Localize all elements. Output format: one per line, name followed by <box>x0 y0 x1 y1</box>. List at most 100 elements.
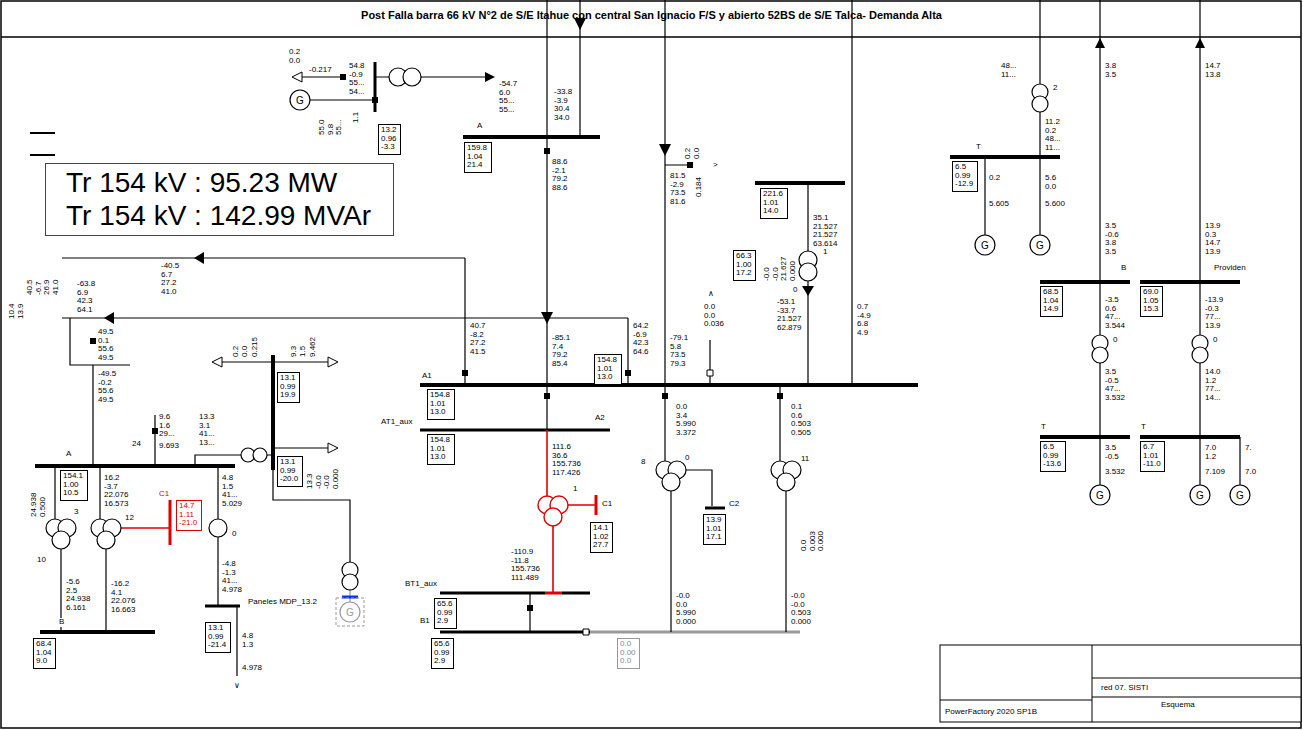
bus-label: 9.693 <box>158 442 180 451</box>
node-text: 69.0 1.05 15.3 <box>1143 288 1159 314</box>
bus-label: C2 <box>728 500 740 509</box>
node-text: 13.9 1.01 17.1 <box>706 516 722 542</box>
node-text: 221.6 1.01 14.0 <box>763 190 783 216</box>
flow-values: 0.7 -4.9 6.8 4.9 <box>856 303 872 337</box>
bus-result-box: 6.5 0.99 -12.9 <box>952 161 978 192</box>
transformer-winding <box>52 531 70 549</box>
rotated-values: 0.2 0.0 <box>232 345 249 358</box>
bus-label: A <box>65 450 72 459</box>
node-text: 154.1 1.00 10.5 <box>63 472 83 498</box>
generator-symbol <box>340 602 360 622</box>
generator-letter: G <box>980 240 990 251</box>
flow-arrow <box>802 286 814 296</box>
generator-letter: G <box>1035 240 1045 251</box>
node-text: 68.5 1.04 14.9 <box>1043 288 1059 314</box>
flow-values: 3.5 -0.5 <box>1104 444 1120 461</box>
generator-letter: G <box>1195 490 1205 501</box>
flow-values: 0.2 0.0 <box>288 48 301 65</box>
transformer-winding <box>342 574 358 590</box>
flow-values: 13.3 3.1 41... 13... <box>198 413 216 447</box>
flow-arrow <box>194 252 204 264</box>
bus-bar <box>1040 435 1240 439</box>
generator-symbol <box>975 235 995 255</box>
bus-label: Esquema <box>1160 701 1196 710</box>
generator-letter: G <box>1095 490 1105 501</box>
bus-result-box: 66.3 1.00 17.2 <box>733 250 756 281</box>
bus-bar <box>35 464 235 468</box>
flow-values: 11.2 0.2 48... 11... <box>1044 118 1062 152</box>
bus-result-box: 6.5 0.99 -13.6 <box>1040 441 1066 472</box>
bus-bar <box>205 605 240 608</box>
bus-result-box: 13.1 0.99 -21.4 <box>205 622 231 653</box>
transformer-winding <box>544 508 562 526</box>
bus-result-box: 221.6 1.01 14.0 <box>760 188 788 219</box>
rotated-values: 13.3 -0.0 -0.0 0.000 <box>306 468 340 490</box>
bus-bar <box>420 383 918 387</box>
node-text: 154.8 1.01 13.0 <box>430 391 450 417</box>
bus-result-box: 68.5 1.04 14.9 <box>1040 286 1063 317</box>
bus-label: 3 <box>73 508 79 517</box>
rotated-values: 40.5 -6.7 26.9 41.0 <box>26 278 60 296</box>
transformer-winding <box>799 263 817 281</box>
generator-symbol <box>290 90 310 110</box>
flow-values: -53.1 -33.7 21.527 62.879 <box>776 298 802 332</box>
load-arrow <box>292 72 302 82</box>
flow-arrow <box>1095 38 1105 48</box>
bus-result-box: 154.8 1.01 13.0 <box>427 389 455 420</box>
bus-label: 1 <box>572 485 578 494</box>
rotated-values: 0.0 0.003 0.000 <box>800 530 826 552</box>
transformer-winding <box>777 473 795 491</box>
bus-label: T <box>1040 423 1047 432</box>
node-text: 65.6 0.99 2.9 <box>437 600 453 626</box>
flow-values: 64.2 -6.9 42.3 64.6 <box>632 322 650 356</box>
transformer-winding <box>253 448 267 462</box>
title-block <box>940 645 1301 722</box>
bus-result-box: 13.1 0.99 -20.0 <box>277 456 303 487</box>
transformer-winding <box>1192 347 1208 363</box>
bus-label: 7.0 <box>1244 468 1257 477</box>
title-band-line <box>1 36 1301 38</box>
bus-bar <box>440 592 590 595</box>
flow-values: -85.1 7.4 79.2 85.4 <box>551 334 571 368</box>
bus-label: ∧ <box>707 290 715 299</box>
bus-label: BT1_aux <box>404 580 438 589</box>
blue-bus <box>342 596 358 599</box>
faulted-line <box>121 430 596 593</box>
flow-values: 88.6 -2.1 79.2 88.6 <box>551 158 569 192</box>
bus-label: 7.109 <box>1204 468 1226 477</box>
bus-label: 4.978 <box>241 664 263 673</box>
bus-label: 12 <box>124 514 135 523</box>
buses <box>35 62 1240 632</box>
bus-label: 0.2 <box>988 174 1001 183</box>
bus-label: C1 <box>601 500 613 509</box>
bus-label: 0 <box>1112 336 1118 345</box>
flow-values: 111.6 36.6 155.736 117.426 <box>551 443 582 477</box>
bus-result-box: 154.1 1.00 10.5 <box>60 470 88 501</box>
rotated-values: 55.0 9.8 55... <box>318 118 344 136</box>
generator-symbol <box>1090 485 1110 505</box>
flow-arrow <box>104 312 114 324</box>
bus-bar <box>950 155 1060 159</box>
flow-values: 16.2 -3.7 22.076 16.573 <box>103 474 129 508</box>
bus-label: ∨ <box>233 682 241 691</box>
flow-values: -4.8 -1.3 41... 4.978 <box>221 560 243 594</box>
generator-symbol <box>1190 485 1210 505</box>
flow-values: -5.6 2.5 24.938 6.161 <box>65 578 91 612</box>
flow-values: 4.8 1.5 41... 5.029 <box>221 474 243 508</box>
node-text: 0.0 0.00 0.0 <box>620 640 636 666</box>
bus-label: 1 <box>822 248 828 257</box>
flow-values: 13.9 0.3 14.7 13.9 <box>1204 222 1222 256</box>
flow-values: 7.0 1.2 <box>1204 444 1217 461</box>
bus-label: 0 <box>1212 336 1218 345</box>
line <box>530 183 808 632</box>
bus-label: A1 <box>421 372 433 381</box>
flow-values: 14.0 1.2 77... 14... <box>1204 368 1222 402</box>
bus-label: B1 <box>419 617 431 626</box>
rotated-values: 10.4 13.9 <box>8 302 25 320</box>
bus-label: 0 <box>684 454 690 463</box>
bus-result-box: 154.8 1.01 13.0 <box>427 434 455 465</box>
flow-values: 35.1 21.527 21.527 63.614 <box>812 214 838 248</box>
flow-values: 3.5 -0.6 3.8 3.5 <box>1104 222 1120 256</box>
bus-label: 8 <box>640 458 646 467</box>
breakers <box>90 74 783 635</box>
